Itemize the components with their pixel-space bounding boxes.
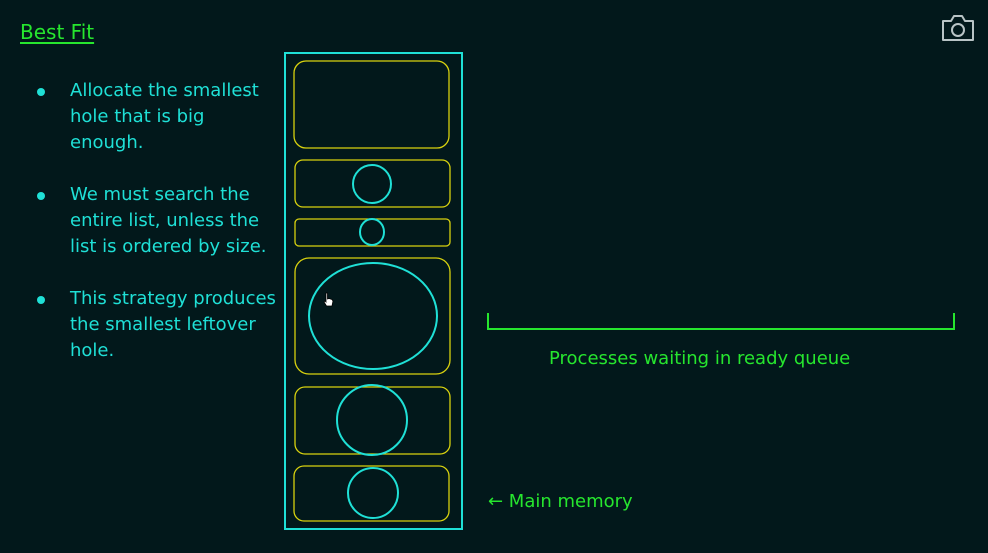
bullet-dot (37, 296, 45, 304)
memory-block-5 (294, 386, 451, 455)
process-2 (352, 164, 392, 204)
bullet-text: Allocate the smallest hole that is big e… (70, 80, 259, 153)
bullet-dot (37, 88, 45, 96)
memory-block-1 (293, 60, 450, 149)
process-3 (359, 218, 385, 246)
bullet-text: This strategy produces the smallest left… (70, 288, 276, 361)
main-memory-label: ← Main memory (488, 491, 633, 512)
process-4 (308, 262, 438, 370)
bullet-item: Allocate the smallest hole that is big e… (32, 78, 282, 156)
process-6 (347, 467, 399, 519)
camera-icon[interactable] (940, 12, 976, 44)
ready-queue-bracket (487, 313, 955, 330)
memory-block-2 (294, 159, 451, 208)
hand-pointer-icon (323, 292, 334, 307)
memory-block-3 (294, 218, 451, 247)
bullet-list: Allocate the smallest hole that is big e… (32, 78, 282, 390)
memory-block-6 (293, 465, 450, 522)
memory-block-4 (294, 257, 451, 375)
page-title: Best Fit (20, 20, 95, 44)
bullet-item: This strategy produces the smallest left… (32, 286, 282, 364)
bullet-text: We must search the entire list, unless t… (70, 184, 267, 257)
bullet-dot (37, 192, 45, 200)
main-memory-outline (284, 52, 463, 530)
bullet-item: We must search the entire list, unless t… (32, 182, 282, 260)
ready-queue-label: Processes waiting in ready queue (549, 348, 851, 369)
process-5 (336, 384, 408, 456)
